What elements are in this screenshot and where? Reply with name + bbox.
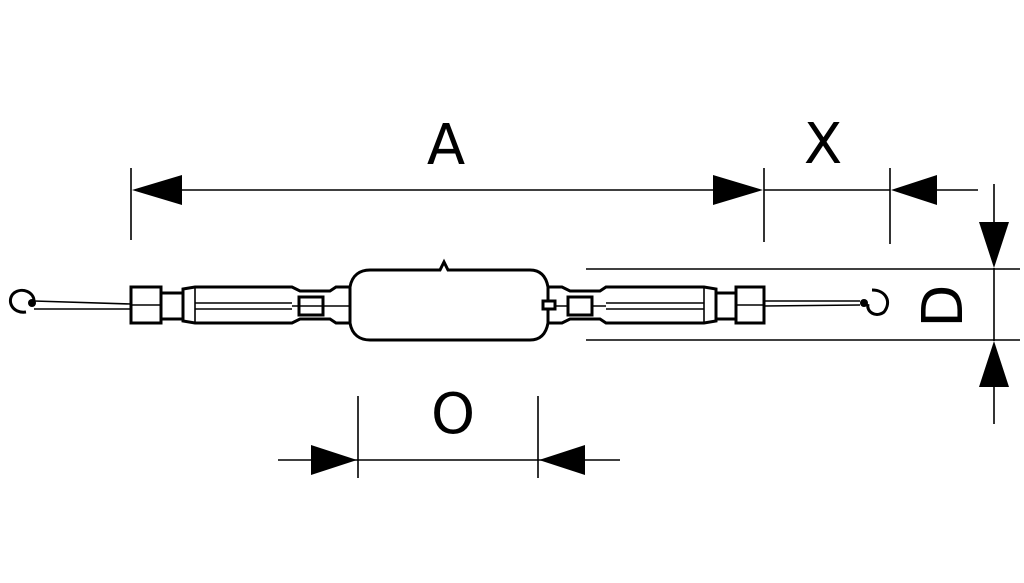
label-o: O [431, 382, 475, 447]
d-bottom-arrowhead [979, 341, 1009, 387]
a-right-arrowhead [713, 175, 763, 205]
x-arrowhead [891, 175, 937, 205]
central-arc-tube [348, 258, 550, 342]
dimension-a: A [130, 113, 765, 242]
left-hook-icon [9, 288, 36, 314]
a-left-arrowhead [132, 175, 182, 205]
dimension-x: X [764, 112, 978, 244]
right-seal [714, 291, 738, 321]
label-a: A [427, 113, 465, 178]
left-lead-wire [9, 288, 132, 314]
lamp-drawing [9, 258, 889, 342]
dimension-d: D [586, 184, 1020, 424]
left-seal [159, 291, 185, 321]
d-top-arrowhead [979, 222, 1009, 268]
right-lead-wire [763, 288, 889, 316]
right-electrode-block [566, 295, 594, 317]
right-electrode-pin [541, 299, 557, 311]
right-hook-icon [866, 288, 889, 316]
o-right-arrowhead [539, 445, 585, 475]
o-left-arrowhead [311, 445, 357, 475]
label-d: D [911, 284, 976, 327]
left-tube [181, 285, 352, 325]
label-x: X [804, 112, 842, 177]
dimension-o: O [278, 382, 620, 478]
